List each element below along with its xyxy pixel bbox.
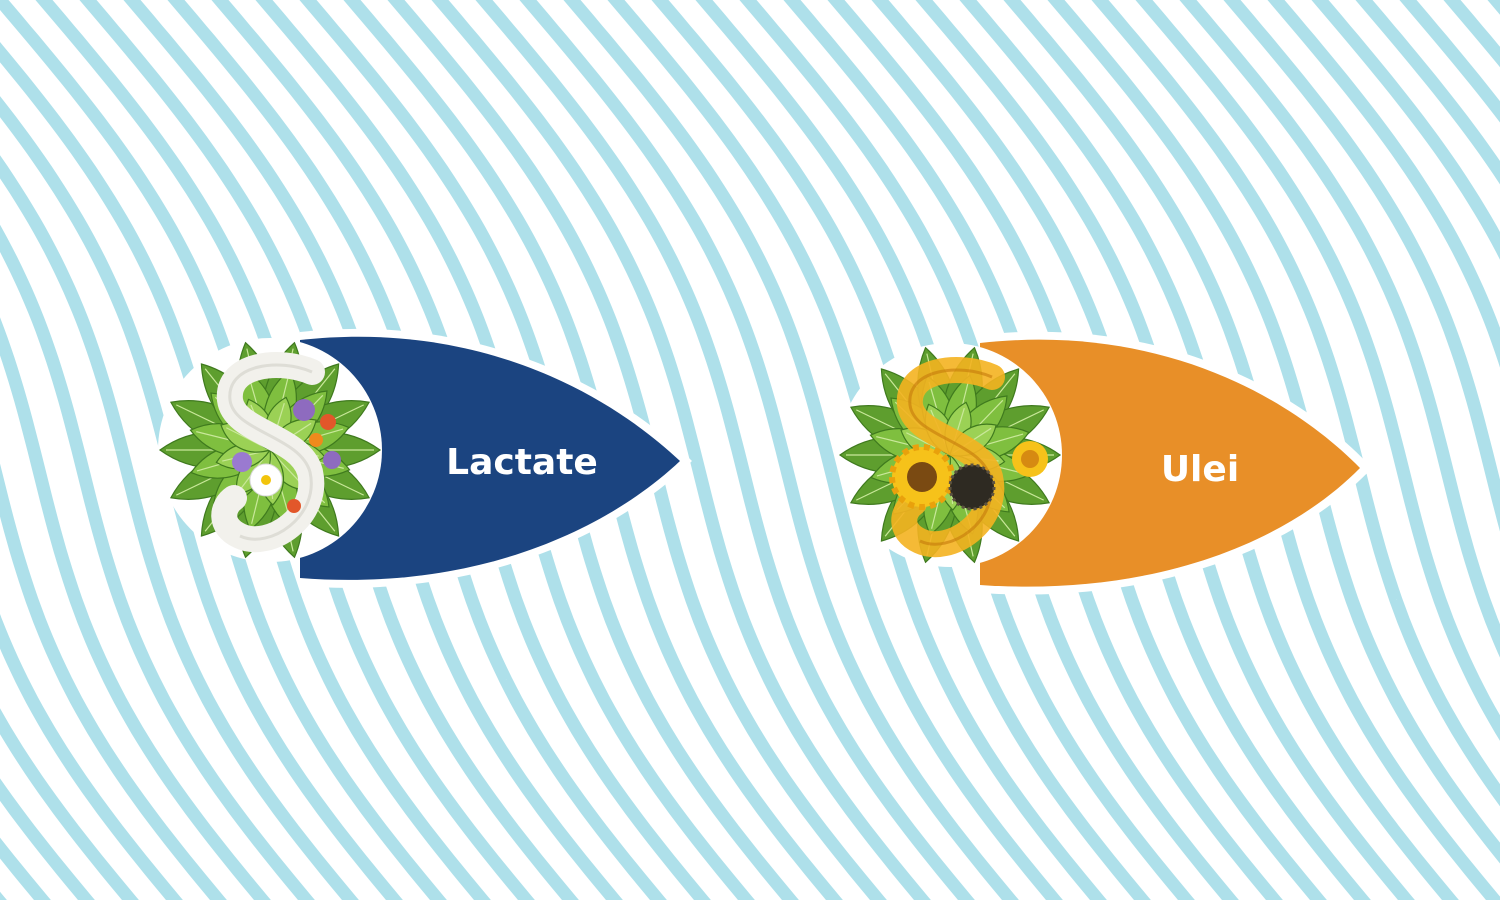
wave-line bbox=[1135, 0, 1500, 741]
badge-shape bbox=[980, 339, 1360, 587]
wave-line bbox=[1311, 0, 1500, 260]
category-card-ulei[interactable]: Ulei bbox=[780, 275, 1380, 615]
wave-line bbox=[1223, 0, 1500, 532]
wave-line bbox=[0, 155, 359, 900]
category-label: Lactate bbox=[446, 442, 598, 483]
wave-line bbox=[475, 0, 975, 900]
wave-line bbox=[1179, 0, 1500, 658]
milk-splash-s-icon bbox=[211, 352, 341, 553]
wave-line bbox=[0, 317, 271, 900]
wave-line bbox=[0, 613, 183, 900]
oil-splash-s-icon bbox=[889, 357, 1048, 558]
wave-line bbox=[0, 708, 139, 900]
wave-line bbox=[0, 891, 7, 900]
sunflower-icon bbox=[889, 444, 955, 510]
sunflower-seedhead-icon bbox=[948, 463, 996, 511]
category-label: Ulei bbox=[1161, 449, 1239, 490]
wave-line bbox=[563, 0, 1063, 900]
wave-line bbox=[0, 224, 315, 900]
wave-line bbox=[431, 0, 931, 900]
wave-line bbox=[519, 0, 1019, 900]
flower-cluster bbox=[232, 399, 341, 513]
category-card-lactate[interactable]: Lactate bbox=[100, 280, 700, 620]
wave-line bbox=[1355, 0, 1500, 185]
small-sunflower-icon bbox=[1012, 441, 1048, 477]
badge-shape bbox=[300, 336, 680, 580]
wave-line bbox=[0, 463, 227, 900]
wave-line bbox=[1267, 0, 1500, 368]
